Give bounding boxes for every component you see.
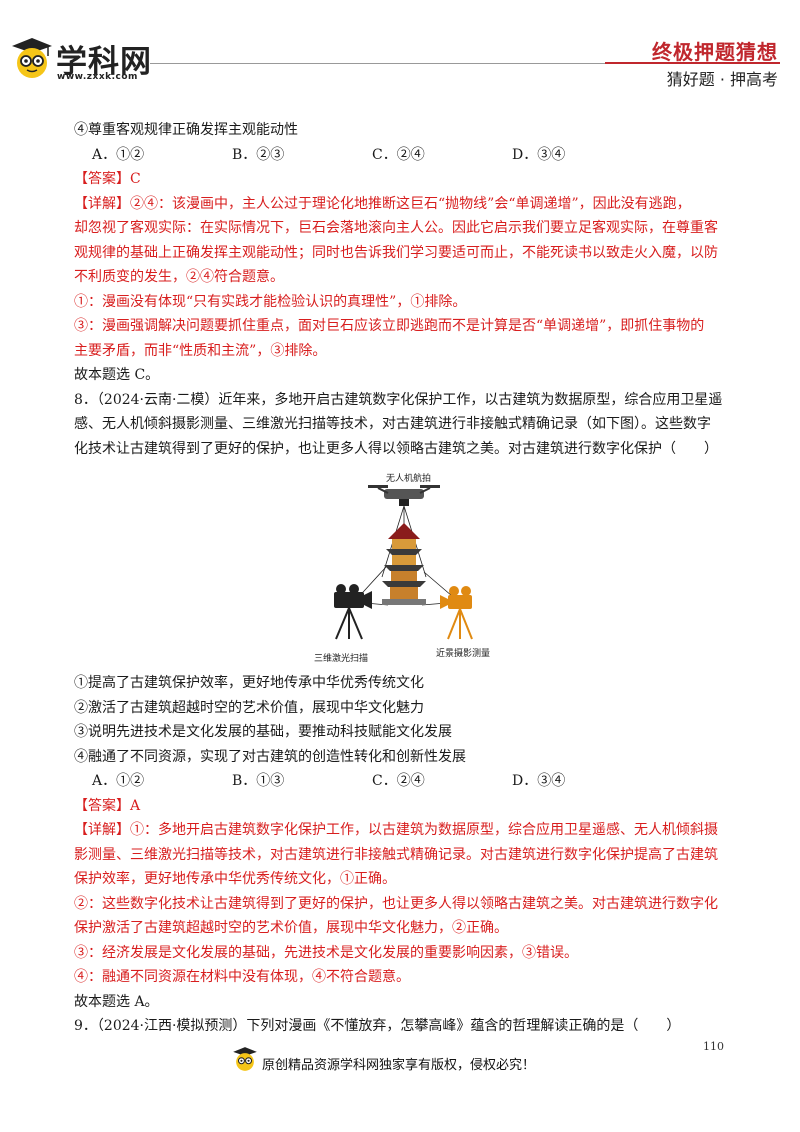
q7-answer: 【答案】C [74, 171, 141, 187]
q8-detail-line: ④：融通不同资源在材料中没有体现，④不符合题意。 [74, 969, 410, 985]
q8-item: ④融通了不同资源，实现了对古建筑的创造性转化和创新性发展 [74, 748, 466, 765]
camera-icon [440, 586, 473, 640]
q8-figure: 无人机航拍 三维激光扫描 近景摄影测量 [74, 467, 726, 667]
page-footer: 原创精品资源学科网独家享有版权，侵权必究！ [0, 1044, 800, 1080]
q8-conclusion: 故本题选 A。 [74, 993, 159, 1010]
q7-option-c: C．②④ [372, 146, 425, 163]
copyright-notice: 原创精品资源学科网独家享有版权，侵权必究！ [262, 1058, 536, 1073]
q7-options: A．①② B．②③ C．②④ D．③④ [74, 143, 726, 168]
page-number: 110 [703, 1040, 724, 1053]
q7-detail-line: 主要矛盾，而非“性质和主流”，③排除。 [74, 342, 327, 359]
q7-detail-line: 不利质变的发生，②④符合题意。 [74, 269, 284, 285]
q8-detail-line: ③：经济发展是文化发展的基础，先进技术是文化发展的重要影响因素，③错误。 [74, 944, 578, 961]
q8-option-c: C．②④ [372, 773, 425, 789]
q8-item: ②激活了古建筑超越时空的艺术价值，展现中华文化魅力 [74, 699, 424, 716]
q7-conclusion: 故本题选 C。 [74, 367, 160, 383]
q7-option-b: B．②③ [232, 146, 285, 163]
q8-detail-line: 保护激活了古建筑超越时空的艺术价值，展现中华文化魅力，②正确。 [74, 920, 508, 936]
logo-text: 学科网 [56, 44, 152, 80]
q8-option-b: B．①③ [232, 773, 285, 789]
figure-label-camera: 近景摄影测量 [436, 649, 491, 659]
q7-detail-line: ③：漫画强调解决问题要抓住重点，面对巨石应该立即逃跑而不是计算是否“单调递增”，… [74, 318, 705, 334]
q8-detail-line: 保护效率，更好地传承中华优秀传统文化，①正确。 [74, 871, 396, 887]
figure-label-drone: 无人机航拍 [386, 474, 432, 484]
q8-option-a: A．①② [92, 773, 145, 789]
q8-stem-line: 8．（2024·云南·二模）近年来，多地开启古建筑数字化保护工作，以古建筑为数据… [74, 391, 723, 408]
document-body: ④尊重客观规律正确发挥主观能动性 A．①② B．②③ C．②④ D．③④ 【答案… [74, 118, 726, 1039]
q8-detail-line: 影测量、三维激光扫描等技术，对古建筑进行非接触式精确记录。对古建筑进行数字化保护… [74, 846, 718, 863]
q7-item-4: ④尊重客观规律正确发挥主观能动性 [74, 122, 298, 138]
drone-icon [368, 485, 440, 506]
q8-detail-line: 【详解】①：多地开启古建筑数字化保护工作，以古建筑为数据原型，综合应用卫星遥感、… [74, 822, 718, 838]
q7-detail-line: 【详解】②④：该漫画中，主人公过于理论化地推断这巨石“抛物线”会“单调递增”，因… [74, 195, 691, 212]
digitization-diagram [334, 485, 473, 640]
q8-option-d: D．③④ [512, 773, 566, 789]
q8-item: ③说明先进技术是文化发展的基础，要推动科技赋能文化发展 [74, 724, 452, 740]
q8-answer: 【答案】A [74, 797, 141, 814]
header-slogan: 终极押题猜想 [652, 40, 778, 64]
logo-url: www.zxxk.com [57, 72, 138, 82]
q9-stem: 9．（2024·江西·模拟预测）下列对漫画《不懂放弃，怎攀高峰》蕴含的哲理解读正… [74, 1018, 681, 1034]
mascot-logo-icon [12, 38, 52, 78]
laser-scanner-icon [334, 584, 372, 640]
q7-detail-line: ①：漫画没有体现“只有实践才能检验认识的真理性”，①排除。 [74, 293, 467, 310]
q7-option-a: A．①② [92, 146, 145, 163]
q7-detail-line: 却忽视了客观实际：在实际情况下，巨石会落地滚向主人公。因此它启示我们要立足客观实… [74, 220, 718, 236]
page-header: 学科网 www.zxxk.com 终极押题猜想 猜好题 · 押高考 [0, 0, 800, 100]
q7-option-d: D．③④ [512, 146, 566, 163]
q8-item: ①提高了古建筑保护效率，更好地传承中华优秀传统文化 [74, 675, 424, 691]
figure-label-scanner: 三维激光扫描 [314, 654, 369, 664]
q8-detail-line: ②：这些数字化技术让古建筑得到了更好的保护，也让更多人得以领略古建筑之美。对古建… [74, 895, 718, 912]
header-rule-accent [605, 62, 780, 64]
q8-options: A．①② B．①③ C．②④ D．③④ [74, 769, 726, 794]
header-subslogan: 猜好题 · 押高考 [666, 70, 778, 89]
q8-stem-line: 化技术让古建筑得到了更好的保护，也让更多人得以领略古建筑之美。对古建筑进行数字化… [74, 440, 718, 457]
q7-detail-line: 观规律的基础上正确发挥主观能动性；同时也告诉我们学习要适可而止，不能死读书以致走… [74, 244, 718, 261]
mascot-footer-icon [233, 1047, 257, 1071]
header-rule [150, 63, 780, 64]
pagoda-icon [382, 523, 426, 605]
q8-stem-line: 感、无人机倾斜摄影测量、三维激光扫描等技术，对古建筑进行非接触式精确记录（如下图… [74, 416, 711, 432]
